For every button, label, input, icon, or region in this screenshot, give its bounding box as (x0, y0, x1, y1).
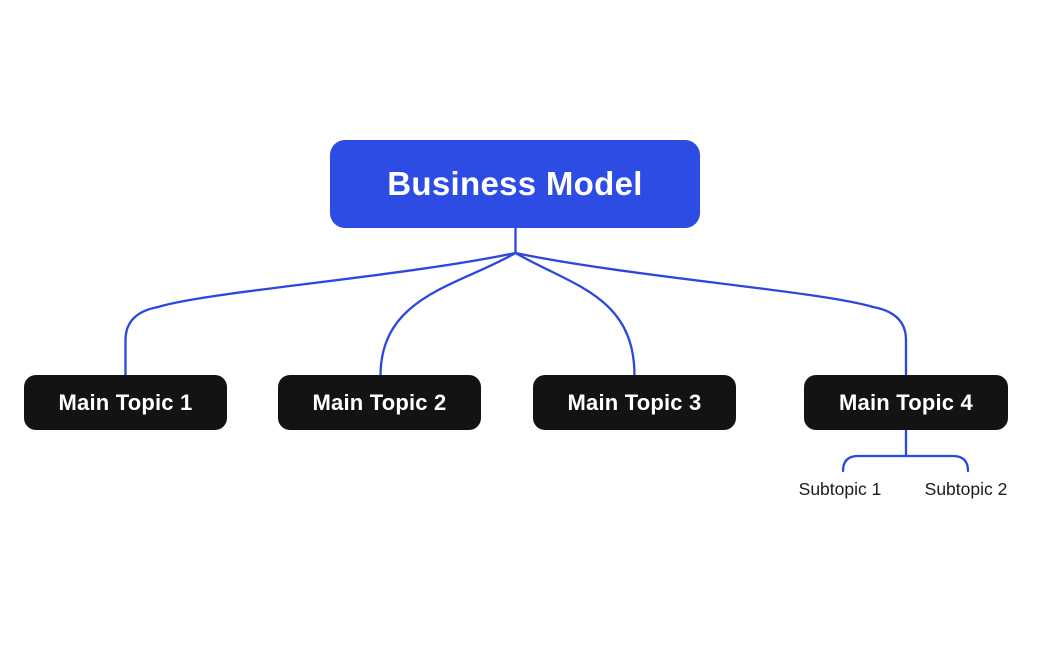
node-root-business-model[interactable]: Business Model (330, 140, 700, 228)
node-root-label: Business Model (387, 165, 643, 202)
connector-root-to-main-topic-1 (124, 251, 517, 378)
connector-root-to-main-topic-2 (379, 251, 517, 378)
node-main-topic-3-label: Main Topic 3 (567, 389, 702, 415)
node-main-topic-2[interactable]: Main Topic 2 (278, 375, 481, 430)
node-main-topic-4-label: Main Topic 4 (838, 389, 973, 415)
node-subtopic-1-label: Subtopic 1 (798, 479, 882, 499)
node-main-topic-4[interactable]: Main Topic 4 (804, 375, 1008, 430)
connector-subtopics-bracket (841, 454, 970, 473)
node-main-topic-1-label: Main Topic 1 (58, 389, 193, 415)
node-subtopic-2[interactable]: Subtopic 2 (925, 479, 1008, 500)
node-subtopic-1[interactable]: Subtopic 1 (799, 479, 882, 500)
node-main-topic-2-label: Main Topic 2 (312, 389, 447, 415)
connector-root-to-main-topic-4 (514, 251, 908, 378)
node-main-topic-1[interactable]: Main Topic 1 (24, 375, 227, 430)
node-main-topic-3[interactable]: Main Topic 3 (533, 375, 736, 430)
connector-root-to-main-topic-3 (514, 251, 636, 378)
node-subtopic-2-label: Subtopic 2 (924, 479, 1008, 499)
